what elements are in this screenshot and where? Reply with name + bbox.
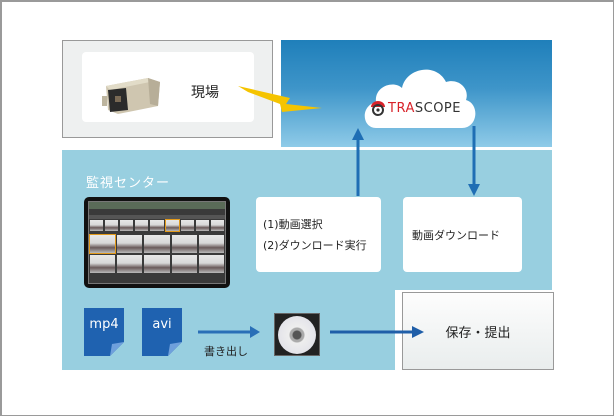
- monitor-screen: [88, 201, 226, 284]
- thumbnail: [171, 235, 197, 253]
- file-mp4: mp4: [84, 308, 124, 356]
- thumbnail: [195, 220, 209, 231]
- file-label: mp4: [89, 317, 119, 332]
- download-box: 動画ダウンロード: [403, 197, 522, 272]
- brand-suffix: SCOPE: [414, 101, 461, 116]
- monitoring-center-title: 監視センター: [86, 176, 171, 191]
- step-2: (2)ダウンロード実行: [263, 239, 367, 252]
- thumbnail: [105, 220, 119, 231]
- thumbnail: [117, 235, 143, 253]
- lightning-icon: [238, 86, 322, 112]
- cloud-icon: [364, 69, 476, 128]
- thumbnail: [171, 255, 197, 273]
- brand-prefix: TR: [388, 101, 406, 116]
- thumbnail: [198, 235, 224, 253]
- screen-filterbar: [89, 215, 225, 219]
- arrow-up-icon: [352, 128, 364, 140]
- thumbnail: [150, 220, 164, 231]
- thumbnail-strip: [90, 219, 224, 232]
- thumbnail: [90, 255, 116, 273]
- file-label: avi: [152, 317, 172, 332]
- file-icon: [84, 308, 124, 356]
- arrow-right-icon: [412, 326, 424, 338]
- steps-box: (1)動画選択 (2)ダウンロード実行: [256, 197, 381, 272]
- export-label: 書き出し: [204, 345, 248, 358]
- thumbnail: [89, 234, 117, 254]
- step-1: (1)動画選択: [263, 218, 323, 231]
- brand-name: TRASCOPE: [388, 101, 461, 116]
- cd-icon: [274, 313, 320, 356]
- thumbnail-grid: [89, 234, 224, 273]
- arrow-right-icon: [250, 326, 260, 338]
- thumbnail: [164, 219, 180, 232]
- save-submit-box: 保存・提出: [402, 292, 554, 370]
- thumbnail: [120, 220, 134, 231]
- thumbnail: [117, 255, 143, 273]
- thumbnail: [135, 220, 149, 231]
- file-icon: [142, 308, 182, 356]
- site-label: 現場: [191, 85, 219, 101]
- security-camera-icon: [102, 78, 160, 114]
- thumbnail: [180, 220, 194, 231]
- cd-disc: [278, 315, 316, 354]
- screen-toolbar: [89, 202, 225, 209]
- monitor-screenshot: [84, 197, 230, 288]
- thumbnail: [210, 220, 224, 231]
- thumbnail: [198, 255, 224, 273]
- thumbnail: [144, 235, 170, 253]
- brand-accent: A: [405, 101, 415, 116]
- thumbnail: [144, 255, 170, 273]
- save-label: 保存・提出: [445, 325, 511, 341]
- thumbnail: [90, 220, 104, 231]
- download-label: 動画ダウンロード: [412, 228, 500, 242]
- trascope-logo-icon: [371, 101, 385, 116]
- file-avi: avi: [142, 308, 182, 356]
- arrow-down-icon: [468, 184, 480, 196]
